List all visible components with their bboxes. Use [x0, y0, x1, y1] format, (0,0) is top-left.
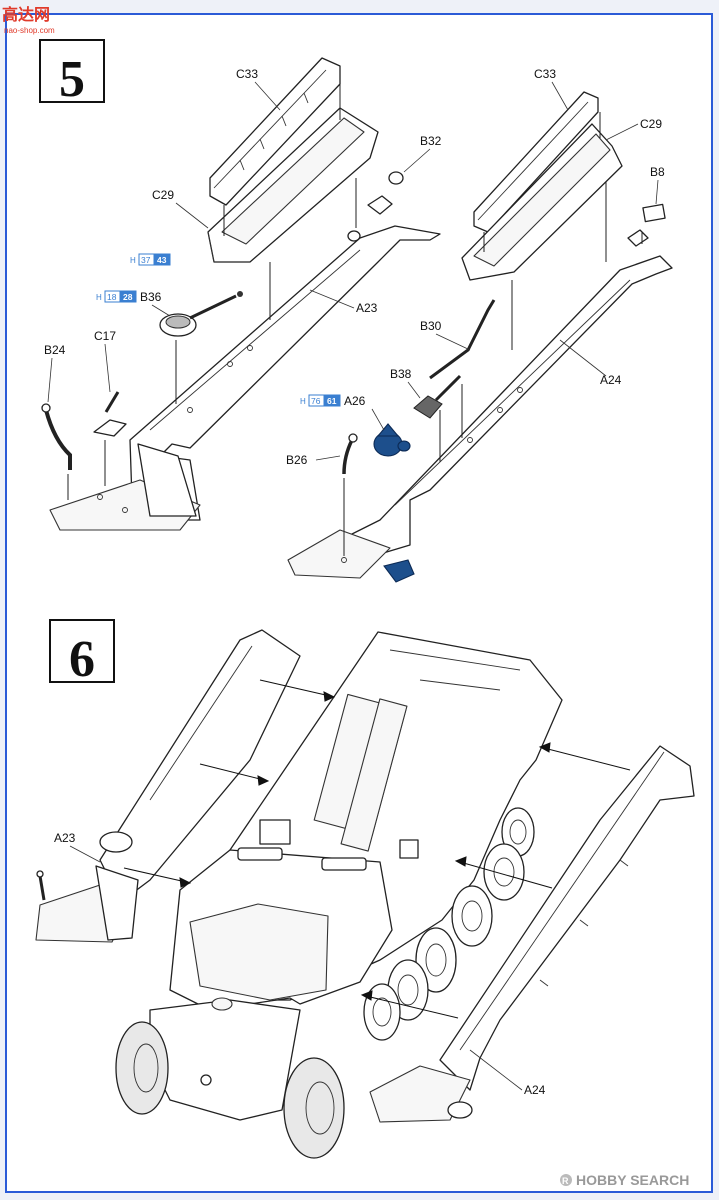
label-a23-step6: A23 [54, 831, 76, 845]
part-c29-left [207, 107, 379, 263]
label-c29-right: C29 [640, 117, 662, 131]
step-6: 6 [35, 619, 695, 1159]
part-b8 [627, 203, 666, 247]
part-b32 [347, 171, 404, 242]
label-b26: B26 [286, 453, 308, 467]
part-b24 [41, 403, 72, 470]
part-c17 [93, 391, 127, 437]
paint-badge-2: H 18 28 [96, 290, 137, 303]
paint-badge-3: H 76 61 [300, 394, 341, 407]
paint-badge-1: H 37 43 [130, 253, 171, 266]
paint-badge-3-h: H [300, 397, 306, 406]
paint-badge-3-a: 76 [311, 396, 321, 406]
label-a26: A26 [344, 394, 366, 408]
step-6-number: 6 [69, 631, 95, 688]
vehicle-hull [149, 631, 563, 1121]
assembly-a23-step6 [35, 629, 301, 943]
watermark-top-logo: 高达网 nao-shop.com [2, 5, 55, 35]
label-b36: B36 [140, 290, 162, 304]
step-5-left-arrows [67, 84, 357, 500]
label-a23-step5: A23 [356, 301, 378, 315]
label-b38: B38 [390, 367, 412, 381]
part-b38 [413, 374, 462, 419]
label-b8: B8 [650, 165, 665, 179]
label-c33-left: C33 [236, 67, 258, 81]
paint-badge-2-a: 18 [107, 292, 117, 302]
paint-badge-1-a: 37 [141, 255, 151, 265]
paint-badge-2-b: 28 [123, 292, 133, 302]
step-5-right-arrows [343, 112, 643, 556]
paint-badge-1-h: H [130, 256, 136, 265]
label-c29-left: C29 [152, 188, 174, 202]
watermark-hobby-search-mark: R [562, 1176, 569, 1186]
watermark-top-url: nao-shop.com [4, 26, 55, 35]
step-5: 5 [39, 39, 673, 583]
step-6-leaders [69, 845, 523, 1091]
label-b32: B32 [420, 134, 442, 148]
paint-badge-2-h: H [96, 293, 102, 302]
watermark-top-chars: 高达网 [2, 5, 50, 24]
step-6-number-box [49, 619, 115, 683]
part-a24-right [287, 255, 673, 579]
step-5-leaders [47, 81, 659, 461]
part-c33-right [473, 91, 599, 233]
step-5-number-box [39, 39, 105, 103]
label-a24-step5: A24 [600, 373, 622, 387]
label-a24-step6: A24 [524, 1083, 546, 1097]
label-b30: B30 [420, 319, 442, 333]
watermark-hobby-search-text: HOBBY SEARCH [576, 1172, 689, 1188]
step-5-number: 5 [59, 51, 85, 108]
step-6-arrows [123, 679, 631, 1019]
part-b30 [429, 299, 496, 380]
part-b36 [159, 291, 243, 337]
label-c17: C17 [94, 329, 116, 343]
watermark-hobby-search: R HOBBY SEARCH [560, 1172, 689, 1188]
page-frame [5, 13, 713, 1193]
label-c33-right: C33 [534, 67, 556, 81]
part-b26 [342, 433, 358, 475]
assembly-a24-step6 [369, 745, 695, 1123]
paint-badge-1-b: 43 [157, 255, 167, 265]
part-c29-right [461, 123, 623, 281]
part-a23-left [49, 225, 441, 531]
paint-badge-3-b: 61 [327, 396, 337, 406]
label-b24: B24 [44, 343, 66, 357]
part-a26 [373, 423, 415, 583]
front-tires [115, 1021, 345, 1159]
